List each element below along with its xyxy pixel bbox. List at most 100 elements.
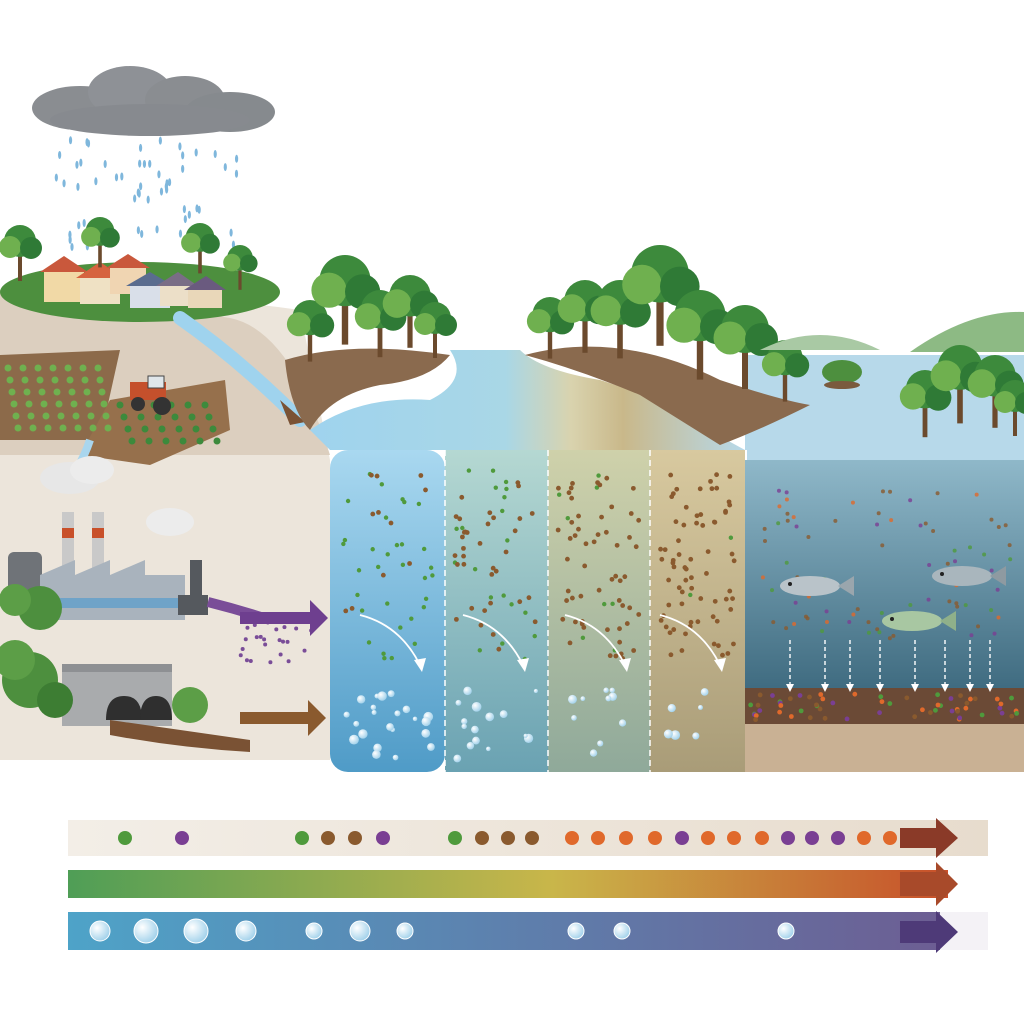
tree-trunk: [656, 281, 664, 346]
middle-mangrove-island: [525, 244, 810, 445]
arrow-right-icon: [821, 684, 829, 692]
arrow-right-icon: [714, 658, 726, 672]
oxygen-bubble: [373, 743, 382, 753]
algae-particle: [421, 546, 427, 552]
oxygen-bubble: [412, 716, 418, 722]
tree-canopy: [994, 391, 1016, 413]
suspended-particle: [935, 491, 940, 496]
crop-plant: [59, 424, 67, 432]
crop-plant: [100, 400, 108, 408]
tree-trunk: [98, 235, 102, 268]
tree-trunk: [742, 335, 748, 389]
sediment-particle: [708, 478, 713, 484]
effluent-particle: [258, 634, 263, 639]
sediment-deposit: [770, 693, 775, 698]
crop-plant: [209, 425, 217, 433]
crop-plant: [64, 364, 72, 372]
algae-particle: [402, 499, 407, 505]
sediment-particle: [698, 596, 704, 601]
sediment-particle: [668, 652, 674, 658]
sediment-particle: [423, 487, 428, 493]
sediment-particle: [613, 573, 619, 579]
suspended-particle: [989, 517, 994, 522]
sediment-particle: [720, 652, 725, 658]
trend-bars: [68, 818, 988, 953]
sediment-particle: [631, 648, 637, 653]
sediment-particle: [582, 563, 588, 569]
sediment-particle: [705, 549, 711, 555]
tree-trunk: [377, 314, 383, 358]
sediment-particle: [599, 514, 604, 520]
sediment-particle: [697, 486, 703, 492]
crop-plant: [36, 376, 44, 384]
water-column: [444, 450, 548, 772]
effluent-particle: [254, 635, 259, 640]
oxygen-bubble: [667, 704, 676, 713]
oxygen-bubble: [387, 690, 395, 698]
tree-trunk: [407, 301, 413, 348]
algae-particle: [423, 596, 429, 602]
sediment-particle: [658, 546, 663, 552]
crop-plant: [158, 425, 166, 433]
sediment-particle: [343, 608, 349, 614]
algae-particle: [398, 625, 403, 630]
oxygen-bubble: [568, 694, 577, 704]
crop-plant: [12, 412, 20, 420]
effluent-particle: [302, 648, 307, 653]
sediment-particle: [567, 536, 573, 541]
sediment-particle: [603, 529, 609, 535]
suspended-particle: [784, 560, 789, 565]
rain-drop: [77, 221, 81, 230]
algae-particle: [610, 601, 615, 607]
effluent-particle: [281, 639, 286, 644]
rain-drop: [229, 228, 233, 237]
rain-drop: [183, 215, 187, 224]
tree-canopy: [967, 369, 997, 398]
suspended-particle: [777, 504, 782, 509]
rain-drop: [139, 182, 143, 191]
arrow-right-icon: [240, 700, 326, 736]
suspended-particle: [887, 636, 892, 641]
sediment-deposit: [787, 696, 793, 702]
sediment-runoff: [110, 720, 250, 752]
small-islet: [822, 360, 862, 389]
nutrient-particle: [591, 831, 605, 845]
sediment-deposit: [955, 708, 961, 714]
sediment-deposit: [877, 710, 882, 716]
nutrient-particle: [857, 831, 871, 845]
algae-particle: [602, 601, 607, 607]
crop-plant: [38, 388, 46, 396]
algae-particle: [366, 640, 372, 645]
suspended-particle: [967, 545, 972, 550]
suspended-particle: [908, 498, 913, 503]
sediment-particle: [676, 585, 682, 591]
sediment-particle: [679, 648, 685, 653]
sediment-particle: [489, 572, 495, 577]
sediment-particle: [725, 651, 731, 656]
crop-plant: [8, 388, 16, 396]
algae-particle: [504, 486, 509, 492]
tree-trunk: [547, 319, 553, 359]
sediment-particle: [679, 589, 685, 595]
rain-drop: [68, 136, 73, 145]
sediment-particle: [380, 572, 386, 578]
rain-drop: [159, 187, 164, 196]
crop-plant: [184, 401, 192, 409]
sediment-particle: [595, 480, 601, 486]
suspended-particle: [1003, 523, 1008, 528]
sediment-particle: [714, 618, 720, 624]
sediment-deposit: [852, 691, 858, 697]
rain-drop: [178, 229, 183, 238]
fish-icon: [932, 566, 1006, 586]
oxygen-bubble: [358, 729, 368, 739]
sediment-particle: [683, 631, 688, 637]
oxygen-bubble: [466, 741, 475, 750]
crop-plant: [154, 413, 162, 421]
sediment-particle: [469, 605, 475, 611]
sediment-particle: [662, 547, 668, 553]
sediment-particle: [578, 593, 584, 599]
crop-plant: [175, 425, 183, 433]
sediment-particle: [457, 516, 463, 522]
sediment-deposit: [935, 692, 941, 698]
